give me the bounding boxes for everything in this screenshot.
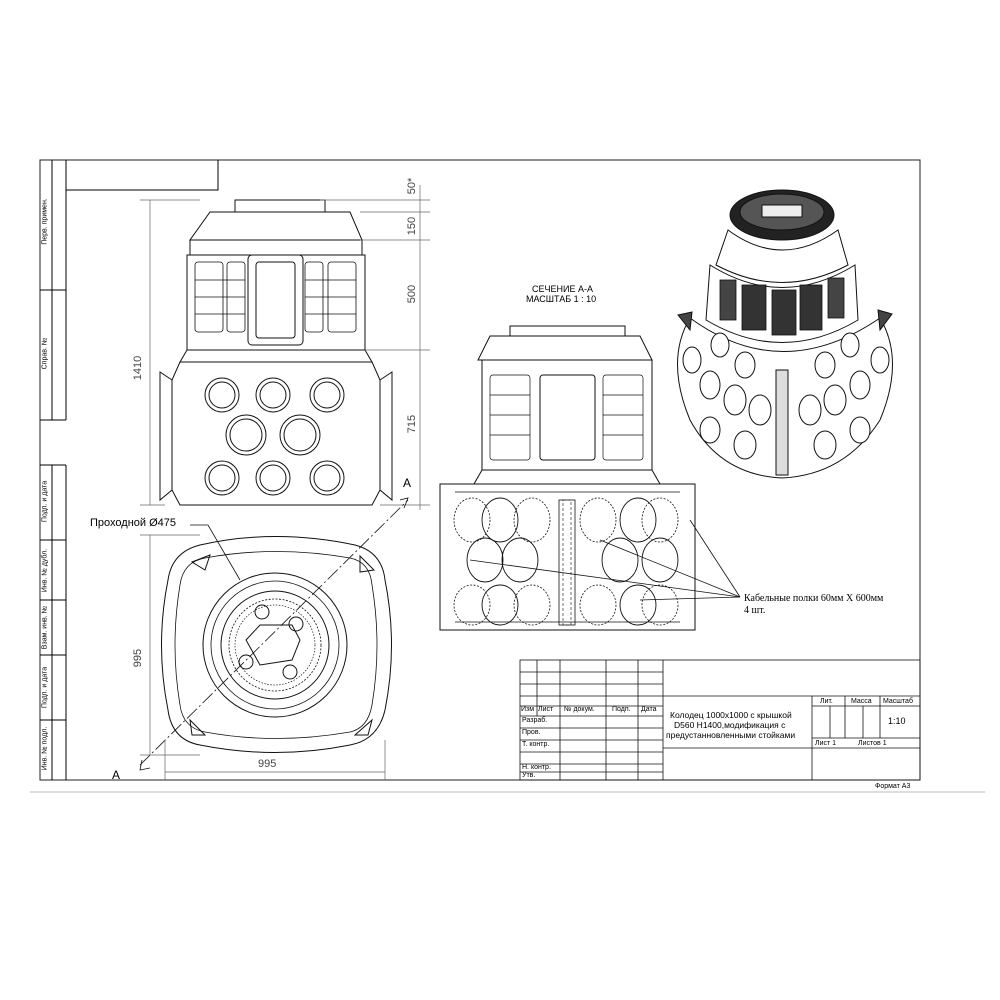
- dim-150: 150: [406, 216, 418, 236]
- section-line: [139, 497, 409, 771]
- tb-header: Изм: [521, 706, 535, 713]
- dim-995-vertical: 995: [132, 648, 144, 668]
- tb-header: Лист: [538, 706, 554, 713]
- section-marker-bottom: А: [112, 768, 121, 782]
- tb-scale-label: Масштаб: [883, 698, 913, 705]
- tb-row-label: Утв.: [522, 772, 536, 779]
- section-scale: МАСШТАБ 1 : 10: [526, 294, 597, 304]
- tb-title-line3: предустанновленными стойками: [666, 730, 796, 740]
- section-title: СЕЧЕНИЕ А-А: [532, 284, 593, 294]
- isometric-view: [677, 189, 893, 479]
- sidebar-label: Подп. и дата: [41, 480, 49, 523]
- sidebar-label: Подп. и дата: [41, 666, 49, 709]
- title-block: [519, 659, 921, 781]
- front-dimensions: [140, 185, 430, 510]
- tb-header: Подп.: [612, 706, 631, 713]
- tb-header: Дата: [641, 706, 657, 713]
- passage-leader: [190, 524, 241, 581]
- tb-header: № докум.: [564, 706, 595, 713]
- shelves-count: 4 шт.: [744, 605, 766, 616]
- passage-label: Проходной Ø475: [90, 517, 176, 529]
- tb-format: Формат А3: [875, 783, 911, 790]
- dim-500: 500: [406, 284, 418, 304]
- tb-row-label: Разраб.: [522, 717, 548, 724]
- tb-row-label: Пров.: [522, 729, 541, 736]
- corner-box: [65, 160, 219, 191]
- dim-995-horizontal: 995: [258, 758, 277, 770]
- dim-715: 715: [406, 414, 418, 434]
- tb-lit: Лит.: [820, 698, 833, 705]
- dim-1410: 1410: [132, 355, 144, 381]
- top-view: [161, 536, 392, 753]
- sidebar-label: Инв. № подл.: [41, 726, 49, 771]
- tb-title-line1: Колодец 1000x1000 с крышкой: [670, 710, 792, 720]
- tb-scale-value: 1:10: [888, 716, 906, 726]
- tb-sheet: Лист 1: [815, 740, 837, 747]
- frame: [39, 159, 921, 781]
- tb-row-label: Н. контр.: [522, 764, 551, 771]
- section-view: [439, 325, 696, 631]
- tb-sheets: Листов 1: [858, 740, 887, 747]
- top-dimensions: [140, 534, 386, 780]
- sidebar-label: Перв. примен.: [41, 198, 49, 245]
- tb-title-line2: D560 H1400,модификация с: [674, 720, 786, 730]
- tb-row-label: Т. контр.: [522, 741, 550, 748]
- tb-mass: Масса: [851, 698, 872, 705]
- sidebar-label: Справ. №: [41, 337, 49, 370]
- shelves-label: Кабельные полки 60мм X 600мм: [744, 593, 884, 604]
- shelves-leader: [469, 519, 741, 601]
- section-marker-top: А: [403, 476, 412, 490]
- front-view: [159, 199, 393, 506]
- dim-50: 50*: [406, 177, 418, 195]
